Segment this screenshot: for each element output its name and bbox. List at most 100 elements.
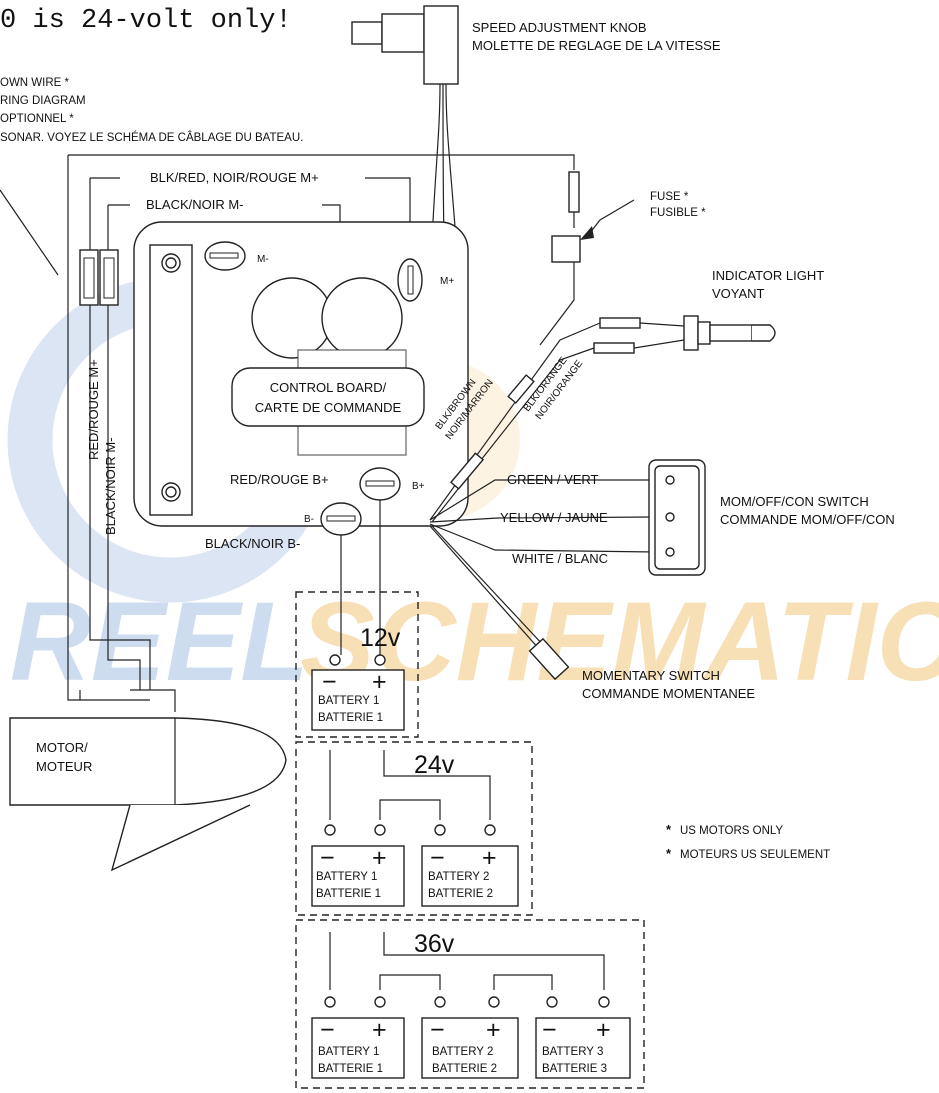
battery-terminal-icon — [546, 996, 558, 1008]
header-note: 0 is 24-volt only! — [0, 6, 292, 36]
motor-label: MOTOR/ — [36, 740, 88, 755]
speed-knob-label-fr: MOLETTE DE REGLAGE DE LA VITESSE — [472, 38, 721, 53]
sonar-note-line2: RING DIAGRAM — [0, 95, 86, 107]
battery-label: BATTERY 1 — [318, 695, 379, 707]
terminal-m-minus-label: M- — [257, 254, 269, 265]
battery-24v-2: − + BATTERY 2 BATTERIE 2 — [421, 824, 519, 907]
battery-group-24v: 24v − + BATTERY 1 BATTERIE 1 − + BATTERY… — [295, 741, 533, 916]
battery-terminal-icon — [374, 824, 386, 836]
voltage-12v: 12v — [360, 624, 401, 652]
us-note-star-fr: * — [666, 846, 672, 861]
momentary-label-fr: COMMANDE MOMENTANEE — [582, 686, 755, 701]
terminal-m-plus-label: M+ — [440, 276, 454, 287]
switch-label: MOM/OFF/CON SWITCH — [720, 494, 869, 509]
wire-label-red-rouge-m: RED/ROUGE M+ — [86, 359, 101, 460]
battery-pos: + — [372, 668, 387, 696]
indicator-connector-2-icon — [593, 342, 635, 354]
fuse-icon — [539, 171, 581, 346]
battery-terminal-icon — [484, 824, 496, 836]
battery-36v-2: − + BATTERY 2 BATTERIE 2 — [421, 996, 519, 1079]
terminal-b-plus-label: B+ — [412, 481, 425, 492]
terminal-b-minus-label: B- — [304, 514, 314, 525]
capacitor-2-icon — [321, 277, 403, 359]
speed-knob-icon — [351, 5, 459, 241]
battery-label-fr: BATTERIE 2 — [432, 1063, 497, 1075]
battery-24v-1: − + BATTERY 1 BATTERIE 1 — [311, 824, 405, 907]
watermark-text-2: SCHEMATIC — [300, 579, 939, 704]
capacitor-1-icon — [251, 277, 333, 359]
sonar-note-line4: SONAR. VOYEZ LE SCHÉMA DE CÂBLAGE DU BAT… — [0, 131, 303, 144]
battery-36v-3: − + BATTERY 3 BATTERIE 3 — [535, 996, 631, 1079]
battery-label-fr: BATTERIE 1 — [316, 888, 381, 900]
battery-label-fr: BATTERIE 3 — [542, 1063, 607, 1075]
battery-label-fr: BATTERIE 1 — [318, 712, 383, 724]
battery-terminal-icon — [598, 996, 610, 1008]
motor-icon — [9, 689, 287, 872]
battery-label: BATTERY 2 — [428, 871, 489, 883]
inline-fuse-orange-icon — [449, 452, 485, 490]
connector-left-2-icon — [99, 249, 119, 306]
watermark: REEL SCHEMATIC — [7, 277, 939, 704]
battery-terminal-icon — [324, 996, 336, 1008]
battery-neg: − — [320, 844, 335, 872]
battery-label: BATTERY 1 — [318, 1046, 379, 1058]
fuse-label-fr: FUSIBLE * — [650, 207, 706, 219]
momentary-label: MOMENTARY SWITCH — [582, 668, 720, 683]
wire-label-black-m: BLACK/NOIR M- — [146, 197, 244, 212]
wire-label-yellow: YELLOW / JAUNE — [500, 510, 608, 525]
wire-label-red-rouge-b: RED/ROUGE B+ — [230, 472, 329, 487]
battery-neg: − — [430, 844, 445, 872]
battery-terminal-icon — [329, 654, 341, 666]
momentary-switch-icon — [528, 637, 570, 681]
wire-label-black-noir-b: BLACK/NOIR B- — [205, 536, 300, 551]
battery-neg: − — [430, 1016, 445, 1044]
voltage-24v: 24v — [414, 751, 455, 779]
sonar-leader-line — [0, 189, 59, 276]
battery-neg: − — [322, 668, 337, 696]
battery-label-fr: BATTERIE 1 — [318, 1063, 383, 1075]
battery-pos: + — [372, 1016, 387, 1044]
battery-36v-1: − + BATTERY 1 BATTERIE 1 — [311, 996, 405, 1079]
battery-terminal-icon — [434, 824, 446, 836]
us-note-star: * — [666, 822, 672, 837]
battery-neg: − — [542, 1016, 557, 1044]
wire-label-black-noir-m: BLACK/NOIR M- — [103, 437, 118, 535]
indicator-light-icon — [683, 315, 776, 351]
battery-terminal-icon — [374, 996, 386, 1008]
switch-label-fr: COMMANDE MOM/OFF/CON — [720, 512, 895, 527]
indicator-label: INDICATOR LIGHT — [712, 268, 824, 283]
fuse-label: FUSE * — [650, 191, 689, 203]
connector-left-1-icon — [79, 249, 99, 306]
battery-pos: + — [596, 1016, 611, 1044]
mom-off-con-switch-icon — [648, 459, 706, 576]
battery-terminal-icon — [374, 654, 386, 666]
us-note: US MOTORS ONLY — [680, 825, 783, 837]
wire-label-blk-red: BLK/RED, NOIR/ROUGE M+ — [150, 170, 319, 185]
battery-label: BATTERY 2 — [432, 1046, 493, 1058]
battery-pos: + — [482, 844, 497, 872]
inline-fuse-brown-icon — [507, 374, 535, 404]
mount-plate — [149, 244, 193, 516]
speed-knob-label: SPEED ADJUSTMENT KNOB — [472, 20, 647, 35]
motor-label-fr: MOTEUR — [36, 759, 92, 774]
battery-pos: + — [372, 844, 387, 872]
voltage-36v: 36v — [414, 930, 455, 958]
indicator-label-fr: VOYANT — [712, 286, 765, 301]
battery-neg: − — [320, 1016, 335, 1044]
wire-label-white: WHITE / BLANC — [512, 551, 608, 566]
sonar-note-line1: OWN WIRE * — [0, 77, 70, 89]
us-note-fr: MOTEURS US SEULEMENT — [680, 849, 830, 861]
battery-terminal-icon — [324, 824, 336, 836]
battery-label: BATTERY 1 — [316, 871, 377, 883]
battery-pos: + — [486, 1016, 501, 1044]
indicator-connector-1-icon — [599, 317, 641, 329]
battery-group-36v: 36v − + BATTERY 1 BATTERIE 1 − + BATTERY… — [295, 919, 645, 1089]
wire-label-green: GREEN / VERT — [507, 472, 599, 487]
sonar-note-line3: OPTIONNEL * — [0, 113, 74, 125]
battery-12v-1: − + BATTERY 1 BATTERIE 1 — [311, 654, 405, 731]
battery-terminal-icon — [488, 996, 500, 1008]
control-board-label-box — [231, 367, 425, 427]
watermark-text-1: REEL — [10, 579, 309, 704]
